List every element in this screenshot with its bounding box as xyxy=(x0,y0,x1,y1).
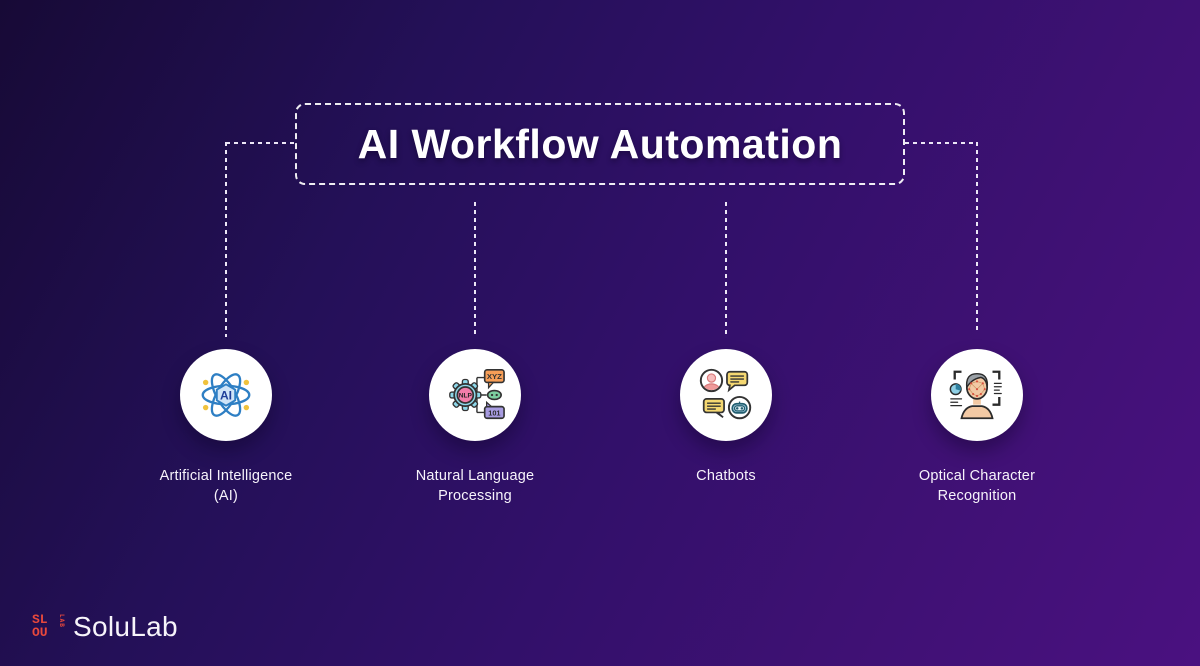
connector-right-vertical xyxy=(976,142,978,333)
label-line: Chatbots xyxy=(696,468,756,484)
node-natural-language-processing: NLP XYZ 101 xyxy=(429,349,521,441)
ai-atom-icon: AI xyxy=(201,373,251,417)
label-chatbots: Chatbots xyxy=(606,466,846,486)
ocr-face-icon xyxy=(949,370,1002,420)
label-natural-language-processing: Natural Language Processing xyxy=(355,466,595,506)
logomark-row: SL xyxy=(32,612,48,627)
label-line: Optical Character xyxy=(918,468,1036,484)
logomark-row: OU xyxy=(32,625,48,640)
page-title: AI Workflow Automation xyxy=(357,120,843,167)
solulab-logomark-icon: SL OU LAB xyxy=(32,608,65,646)
svg-text:NLP: NLP xyxy=(459,393,473,400)
label-line: Processing xyxy=(438,488,512,504)
connector-right-horizontal xyxy=(905,142,977,144)
label-line: Natural Language xyxy=(415,468,535,484)
connector-left-vertical xyxy=(225,142,227,337)
node-chatbots xyxy=(680,349,772,441)
chatbots-icon xyxy=(699,368,752,420)
svg-text:101: 101 xyxy=(488,408,500,417)
label-line: Recognition xyxy=(937,488,1017,504)
node-artificial-intelligence: AI xyxy=(180,349,272,441)
logomark-side-text: LAB xyxy=(58,614,65,628)
label-line: Artificial Intelligence xyxy=(159,468,293,484)
connector-left-horizontal xyxy=(226,142,295,144)
connector-chatbots-vertical xyxy=(725,202,727,336)
node-optical-character-recognition xyxy=(931,349,1023,441)
label-artificial-intelligence: Artificial Intelligence (AI) xyxy=(106,466,346,506)
title-box: AI Workflow Automation xyxy=(295,103,905,185)
connector-nlp-vertical xyxy=(474,202,476,336)
brand-logo: SL OU LAB SoluLab xyxy=(32,608,178,646)
svg-text:AI: AI xyxy=(220,389,232,403)
svg-text:XYZ: XYZ xyxy=(487,372,502,381)
label-line: (AI) xyxy=(213,488,239,504)
nlp-gear-icon: NLP XYZ 101 xyxy=(449,368,505,420)
label-optical-character-recognition: Optical Character Recognition xyxy=(857,466,1097,506)
solulab-wordmark: SoluLab xyxy=(73,611,178,642)
